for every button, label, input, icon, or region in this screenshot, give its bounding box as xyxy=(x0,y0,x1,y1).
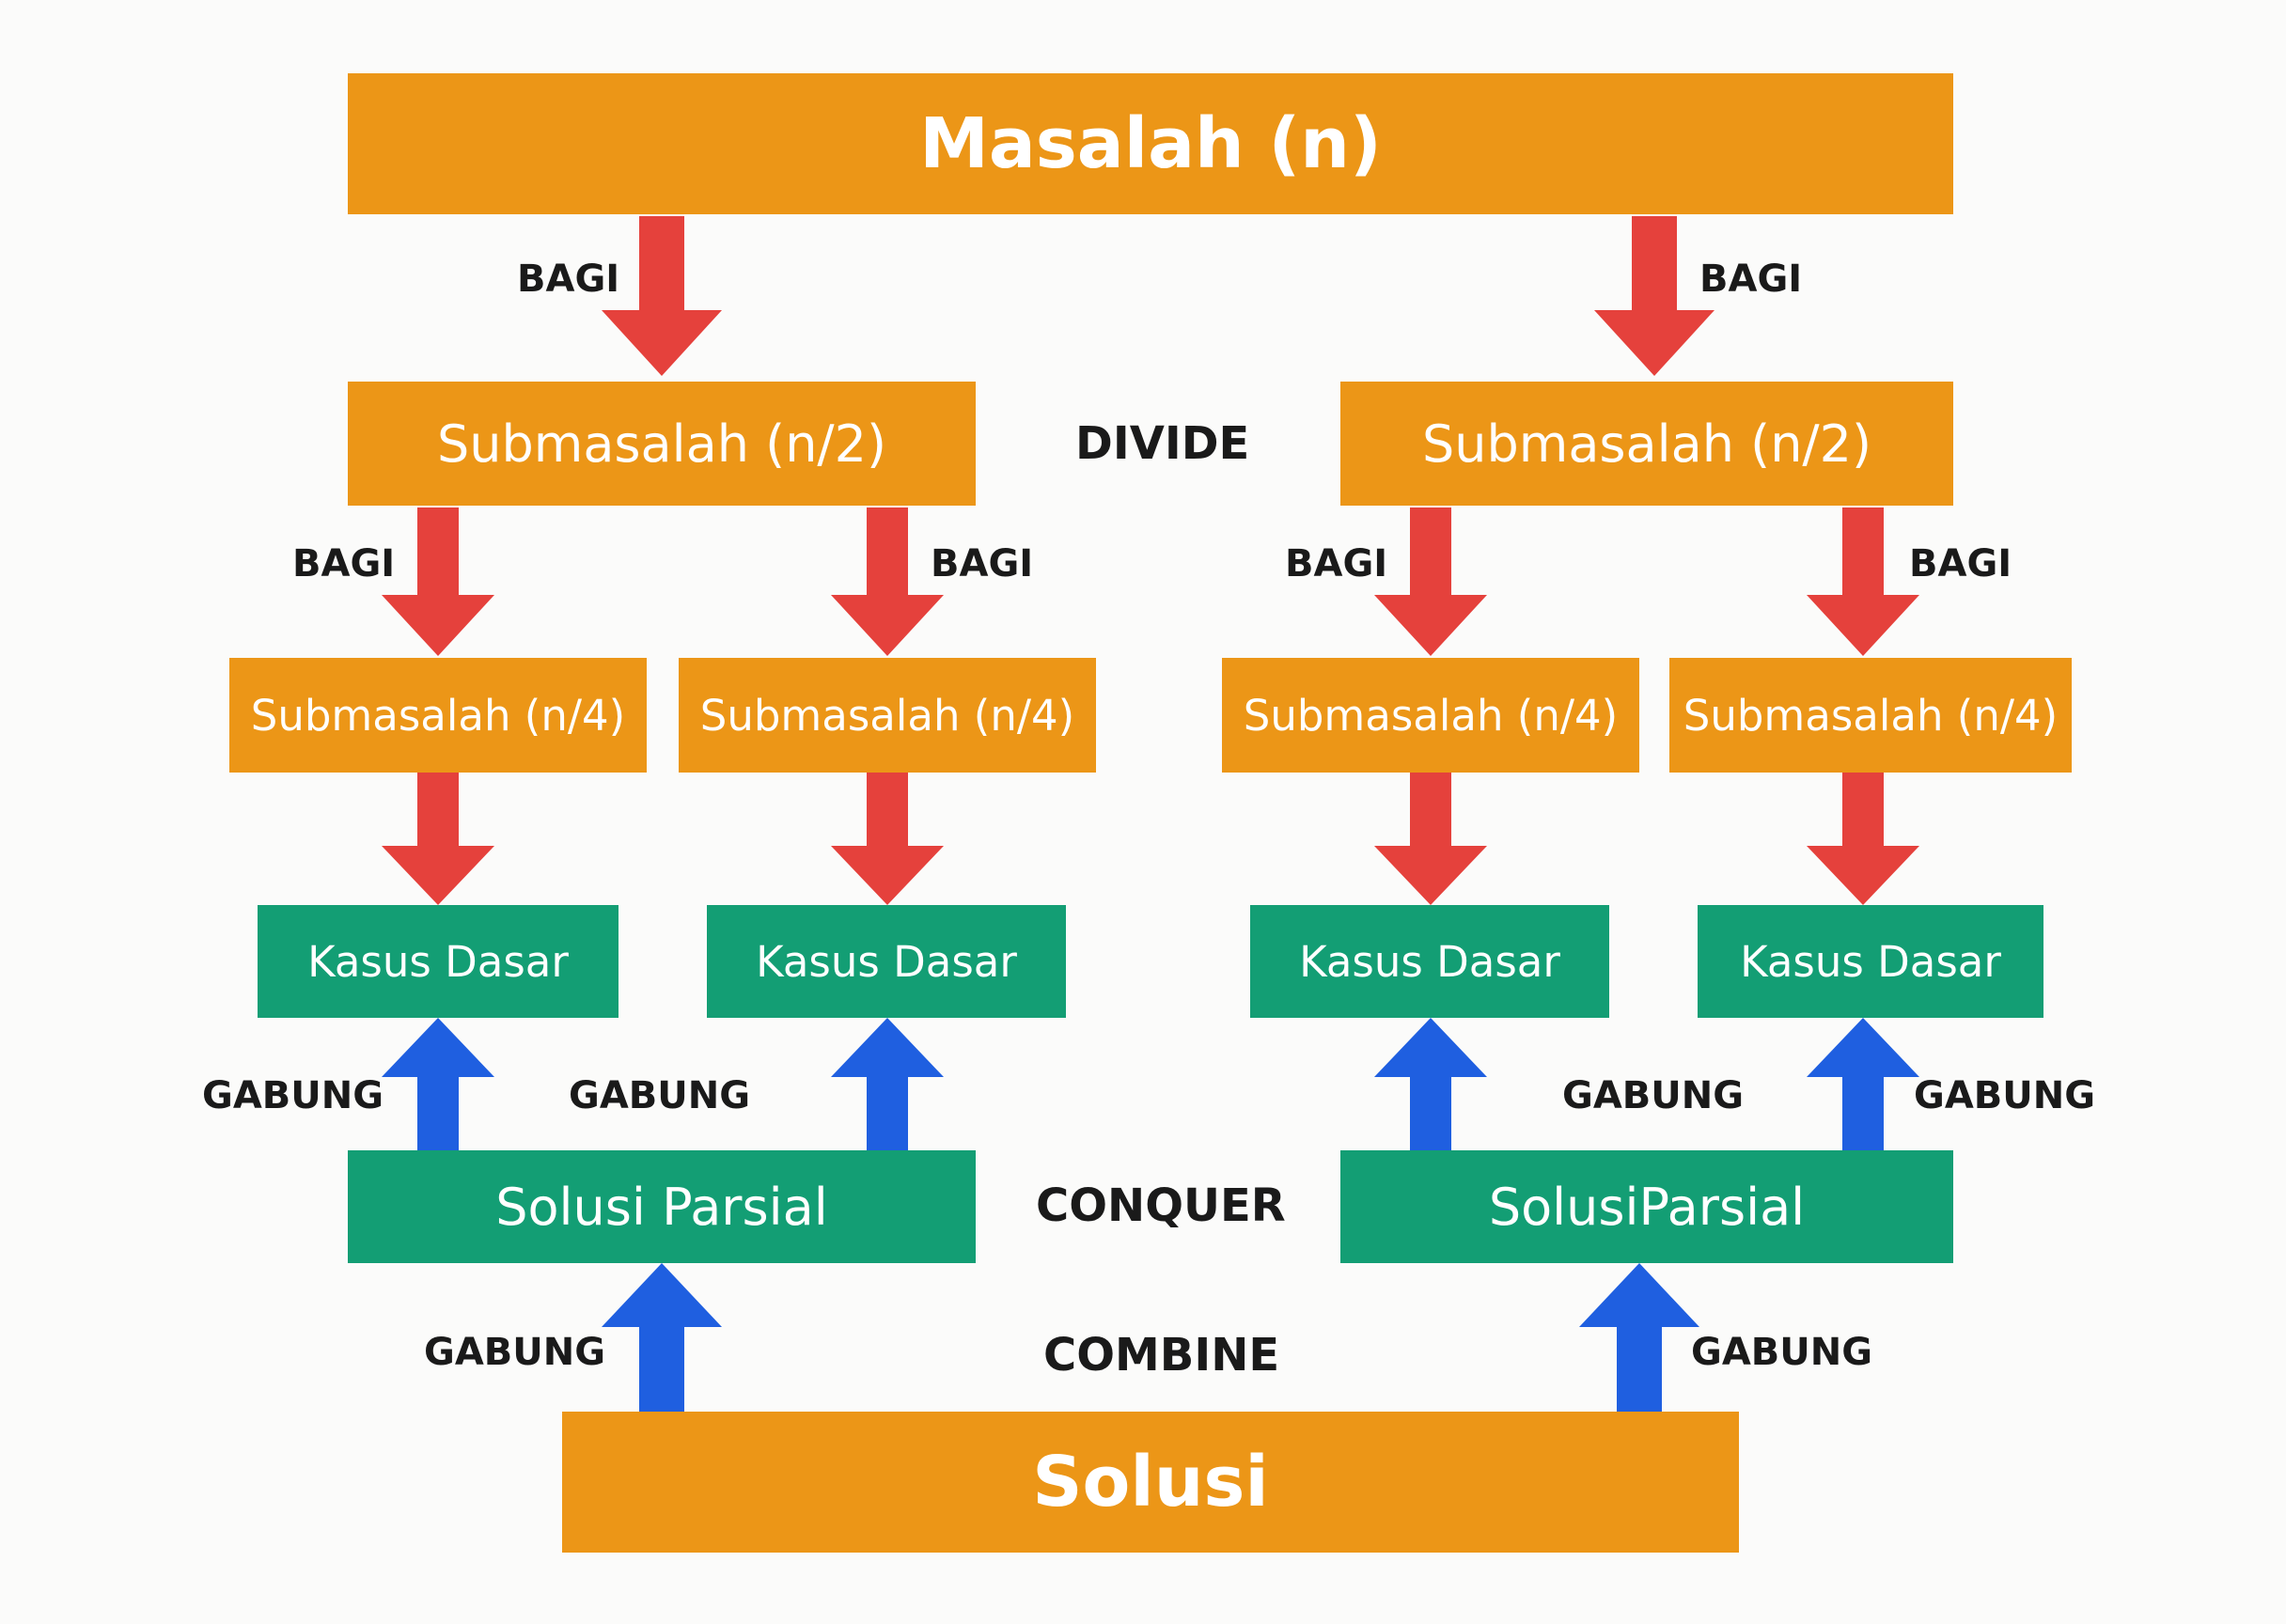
split-label-3: BAGI xyxy=(292,542,396,586)
partial-solution-right-label: SolusiParsial xyxy=(1488,1177,1806,1237)
base-arrow-2 xyxy=(831,773,944,905)
base-case-1: Kasus Dasar xyxy=(258,905,618,1018)
combine-arrow-3 xyxy=(1374,1018,1487,1151)
partial-solution-left-label: Solusi Parsial xyxy=(495,1177,828,1237)
merge-label-4: GABUNG xyxy=(1914,1074,2096,1117)
base-case-2: Kasus Dasar xyxy=(707,905,1066,1018)
subproblem-quarter-4-label: Submasalah (n/4) xyxy=(1683,690,2059,741)
combine-arrow-1 xyxy=(382,1018,494,1151)
solution-label: Solusi xyxy=(1032,1442,1269,1522)
merge-label-5: GABUNG xyxy=(424,1331,606,1374)
base-arrow-1 xyxy=(382,773,494,905)
split-label-4: BAGI xyxy=(931,542,1034,586)
base-case-4-label: Kasus Dasar xyxy=(1740,936,2001,987)
base-case-1-label: Kasus Dasar xyxy=(307,936,569,987)
split-label-1: BAGI xyxy=(517,258,620,301)
phase-divide-label: DIVIDE xyxy=(1075,417,1250,470)
subproblem-quarter-2-label: Submasalah (n/4) xyxy=(699,690,1075,741)
combine-arrow-4 xyxy=(1807,1018,1919,1151)
phase-combine-label: COMBINE xyxy=(1043,1329,1280,1382)
partial-solution-right: SolusiParsial xyxy=(1340,1150,1953,1263)
partial-solution-left: Solusi Parsial xyxy=(348,1150,976,1263)
divide-arrow-right xyxy=(1594,216,1714,376)
merge-label-2: GABUNG xyxy=(569,1074,751,1117)
merge-label-1: GABUNG xyxy=(202,1074,384,1117)
subproblem-half-right-label: Submasalah (n/2) xyxy=(1421,414,1872,474)
split-label-6: BAGI xyxy=(1909,542,2012,586)
phase-conquer-label: CONQUER xyxy=(1036,1179,1286,1232)
subproblem-quarter-2: Submasalah (n/4) xyxy=(679,658,1096,773)
problem-box: Masalah (n) xyxy=(348,73,1953,214)
combine-arrow-2 xyxy=(831,1018,944,1151)
base-case-3-label: Kasus Dasar xyxy=(1299,936,1560,987)
base-case-3: Kasus Dasar xyxy=(1250,905,1609,1018)
base-arrow-4 xyxy=(1807,773,1919,905)
merge-label-3: GABUNG xyxy=(1562,1074,1745,1117)
solution-box: Solusi xyxy=(562,1412,1739,1553)
divide-arrow-q3 xyxy=(1374,508,1487,656)
base-arrow-3 xyxy=(1374,773,1487,905)
divide-arrow-q2 xyxy=(831,508,944,656)
combine-arrow-right xyxy=(1579,1263,1699,1412)
base-case-4: Kasus Dasar xyxy=(1698,905,2043,1018)
divide-arrow-left xyxy=(602,216,722,376)
subproblem-half-left-label: Submasalah (n/2) xyxy=(436,414,887,474)
subproblem-half-left: Submasalah (n/2) xyxy=(348,382,976,506)
split-label-2: BAGI xyxy=(1699,258,1803,301)
subproblem-half-right: Submasalah (n/2) xyxy=(1340,382,1953,506)
combine-arrow-left xyxy=(602,1263,722,1412)
subproblem-quarter-3-label: Submasalah (n/4) xyxy=(1243,690,1619,741)
subproblem-quarter-1-label: Submasalah (n/4) xyxy=(250,690,626,741)
subproblem-quarter-1: Submasalah (n/4) xyxy=(229,658,647,773)
divide-arrow-q4 xyxy=(1807,508,1919,656)
problem-label: Masalah (n) xyxy=(919,103,1382,184)
divide-arrow-q1 xyxy=(382,508,494,656)
split-label-5: BAGI xyxy=(1285,542,1388,586)
base-case-2-label: Kasus Dasar xyxy=(756,936,1017,987)
subproblem-quarter-3: Submasalah (n/4) xyxy=(1222,658,1639,773)
subproblem-quarter-4: Submasalah (n/4) xyxy=(1669,658,2072,773)
merge-label-6: GABUNG xyxy=(1691,1331,1873,1374)
